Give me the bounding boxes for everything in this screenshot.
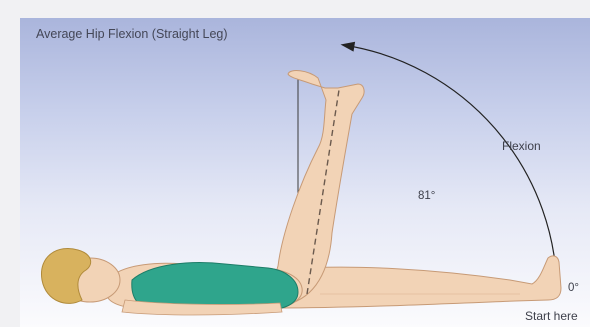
angle-value-label: 81° <box>418 190 435 202</box>
diagram-canvas <box>20 18 590 327</box>
zero-degree-label: 0° <box>568 282 579 294</box>
hip-flexion-diagram: Average Hip Flexion (Straight Leg) Flexi… <box>20 18 590 327</box>
start-here-label: Start here <box>525 309 578 323</box>
flexion-label: Flexion <box>502 139 541 153</box>
flexion-arc <box>344 45 557 294</box>
arc-arrowhead <box>341 42 356 52</box>
diagram-title: Average Hip Flexion (Straight Leg) <box>36 27 228 41</box>
